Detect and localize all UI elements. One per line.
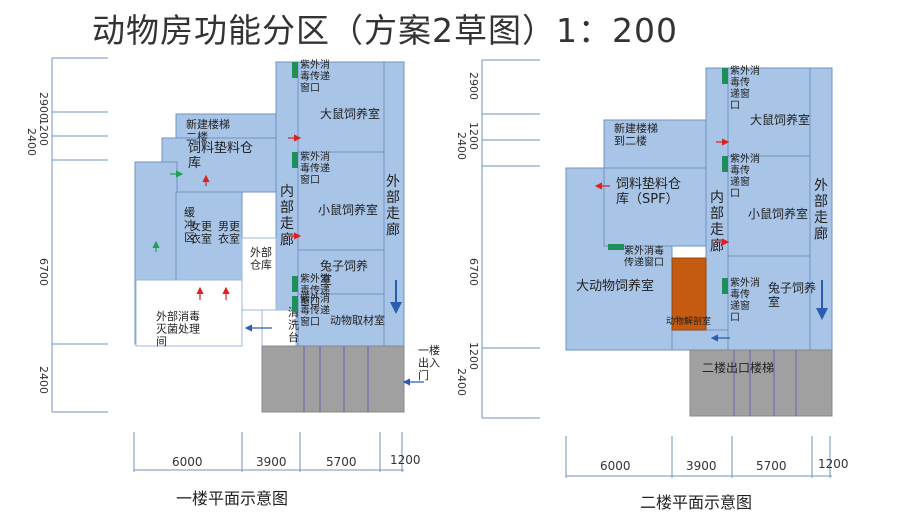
floor2-label-outer-corridor: 外部走廊 <box>814 178 828 242</box>
floor2-dim-1200h: 1200 <box>818 457 849 471</box>
floor1-label-feed-store: 饲料垫料仓库 <box>188 140 253 171</box>
floor2-label-exit-stair: 二楼出口楼梯 <box>702 360 774 375</box>
floor1-uv-label-4: 紫外消毒传递窗口 <box>300 292 330 328</box>
floor2-uv-label-4: 紫外消毒传递窗口 <box>730 276 760 324</box>
floor2-exit-stair-block <box>689 349 833 417</box>
floor2-dim-horizontal <box>565 436 832 478</box>
floor1-label-mouse-room: 小鼠饲养室 <box>318 202 378 217</box>
floor2-label-new-stair: 新建楼梯到二楼 <box>614 121 658 148</box>
floor1-label-external-store: 外部仓库 <box>250 245 272 272</box>
floor2-rat-room-rect <box>727 67 811 157</box>
floor2-uv-label-2: 紫外消毒传递窗口 <box>730 152 760 200</box>
floor1-dim-1200h: 1200 <box>390 453 421 467</box>
floor1-dim-2400: 2400 <box>25 128 38 156</box>
floor2-dim-1200b: 1200 <box>467 342 480 370</box>
floor1-label-buffer: 缓冲区 <box>184 206 195 244</box>
floor2-uv-window-4 <box>722 278 728 294</box>
floor2-dim-5700: 5700 <box>756 459 787 473</box>
floor2-uv-window-1 <box>722 68 728 84</box>
floor2-dim-3900: 3900 <box>686 459 717 473</box>
floor2-corridor-strip <box>671 329 729 351</box>
floor2-caption: 二楼平面示意图 <box>640 493 752 512</box>
floor1-stair-block <box>261 345 405 413</box>
page-title: 动物房功能分区（方案2草图）1：200 <box>92 11 678 50</box>
floor1-dim-2400b: 2400 <box>37 366 50 394</box>
floor1-dim-2900: 2900 <box>37 92 50 120</box>
floor1-rabbit-room-rect <box>297 249 385 295</box>
floor2-dim-2400b: 2400 <box>455 368 468 396</box>
floor2-uv-window-2 <box>722 156 728 172</box>
floor2-dim-2400: 2400 <box>455 132 468 160</box>
floor2-label-large-animal: 大动物饲养室 <box>576 278 654 294</box>
floor1-caption: 一楼平面示意图 <box>176 489 288 508</box>
floor1-dim-3900: 3900 <box>256 455 287 469</box>
floor2-dim-1200: 1200 <box>467 122 480 150</box>
floor1-uv-label-2: 紫外消毒传递窗口 <box>300 150 330 186</box>
floor1-uv-label-3: 紫外消毒传递窗口 <box>300 272 330 308</box>
floor1-dim-5700: 5700 <box>326 455 357 469</box>
floor2-dim-6000: 6000 <box>600 459 631 473</box>
floor1-lockers <box>175 191 243 281</box>
floor2-uv-label-1: 紫外消毒传递窗口 <box>730 64 760 112</box>
floor2-dissection-room <box>671 257 707 331</box>
floor1-plan: 2900 1200 2400 6700 2400 6000 3900 5700 … <box>25 57 440 508</box>
floor2-label-rat-room: 大鼠饲养室 <box>750 112 810 127</box>
floor1-dim-6000: 6000 <box>172 455 203 469</box>
floor1-label-female-locker: 女更衣室 <box>190 219 212 246</box>
floor2-label-dissection: 动物解剖室 <box>666 315 711 327</box>
floor2-plan: 2900 1200 2400 6700 1200 2400 6000 3900 … <box>455 59 849 512</box>
floor2-dim-2900: 2900 <box>467 72 480 100</box>
floor1-label-new-stair: 新建楼梯二楼 <box>186 117 230 144</box>
floor2-mouse-room-rect <box>727 155 811 257</box>
floor2-label-inner-corridor: 内部走廊 <box>710 190 724 254</box>
floor1-dim-6700: 6700 <box>37 258 50 286</box>
floor1-sampling-room-rect <box>297 293 385 347</box>
floor1-uv-window-4 <box>292 296 298 312</box>
floor1-label-wash: 清洗台 <box>288 306 299 344</box>
floor1-uv-window-2 <box>292 152 298 168</box>
floor1-uv-window-1 <box>292 62 298 78</box>
floor1-dim-horizontal <box>133 432 404 472</box>
floor2-label-rabbit-room: 兔子饲养室 <box>768 280 816 309</box>
floor2-dim-6700: 6700 <box>467 258 480 286</box>
floor1-label-disinfection: 外部消毒灭菌处理间 <box>156 309 200 348</box>
floor2-rabbit-room-rect <box>727 255 811 351</box>
floor1-dim-vertical <box>51 57 108 413</box>
floor1-label-rabbit-room: 兔子饲养室 <box>320 258 368 287</box>
floor1-label-rat-room: 大鼠饲养室 <box>320 106 380 121</box>
floor2-new-stair <box>603 119 707 171</box>
floor2-uv-window-3 <box>608 244 624 250</box>
floor1-mouse-room-rect <box>297 151 385 251</box>
floor1-uv-window-3 <box>292 276 298 292</box>
floor2-uv-label-3: 紫外消毒传递窗口 <box>624 244 664 269</box>
floor2-dim-vertical <box>481 59 540 419</box>
floor1-dim-1200: 1200 <box>37 118 50 146</box>
floor1-uv-label-1: 紫外消毒传递窗口 <box>300 58 330 94</box>
floor1-label-outer-corridor: 外部走廊 <box>386 174 400 238</box>
floor1-label-inner-corridor: 内部走廊 <box>280 184 294 248</box>
floor2-label-mouse-room: 小鼠饲养室 <box>748 206 808 221</box>
floor1-label-entrance: 一楼出入门 <box>418 343 440 382</box>
floor1-external-store <box>241 237 277 311</box>
floor1-label-male-locker: 男更衣室 <box>218 220 240 246</box>
floor2-label-feed-store: 饲料垫料仓库（SPF） <box>616 176 681 207</box>
floor1-label-sampling-room: 动物取材室 <box>330 313 385 327</box>
floor1-rat-room-rect <box>297 61 385 153</box>
